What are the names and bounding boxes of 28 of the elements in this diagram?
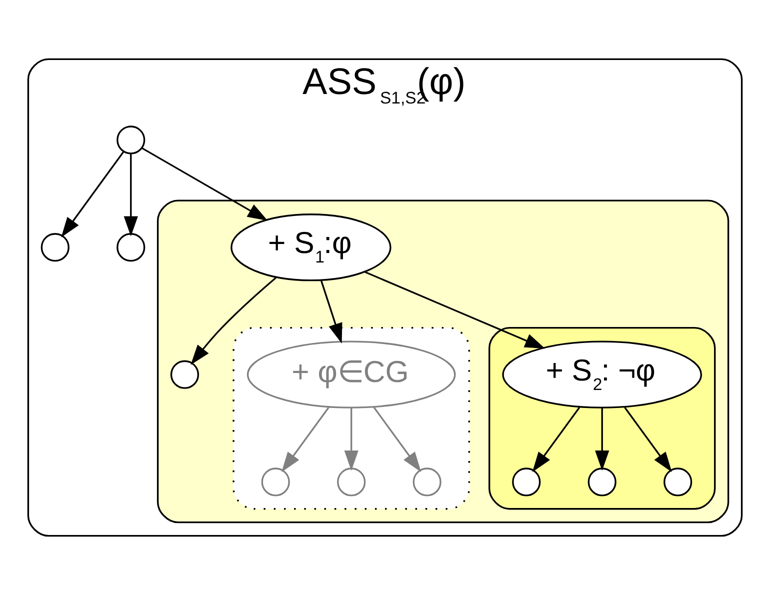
cluster bbox=[156, 200, 730, 524]
node-circle bbox=[412, 468, 442, 496]
arrow bbox=[624, 406, 672, 472]
arrow bbox=[532, 406, 580, 472]
node-circle bbox=[664, 468, 692, 496]
arrow bbox=[373, 406, 422, 472]
node-circle bbox=[116, 233, 146, 262]
node-circle bbox=[337, 468, 366, 496]
cluster bbox=[232, 326, 470, 510]
node-circle bbox=[40, 233, 70, 262]
arrow bbox=[344, 408, 358, 471]
arrow bbox=[595, 408, 610, 471]
node-circle bbox=[588, 468, 616, 496]
node-ellipse: + S$_{1}$:φ bbox=[230, 214, 392, 282]
cluster bbox=[488, 326, 716, 510]
arrow bbox=[61, 152, 124, 238]
arrow bbox=[190, 277, 276, 365]
node-circle bbox=[170, 360, 200, 389]
node-ellipse: + S$_{2}$: ¬φ bbox=[502, 340, 702, 408]
arrow bbox=[142, 147, 268, 221]
node-circle bbox=[512, 468, 541, 496]
arrow bbox=[124, 154, 138, 236]
arrow bbox=[364, 271, 546, 349]
node-circle bbox=[116, 126, 146, 154]
node-ellipse: + φ∈CG bbox=[246, 340, 456, 408]
node-circle bbox=[261, 468, 290, 496]
arrow bbox=[320, 280, 342, 344]
arrow bbox=[282, 406, 330, 472]
